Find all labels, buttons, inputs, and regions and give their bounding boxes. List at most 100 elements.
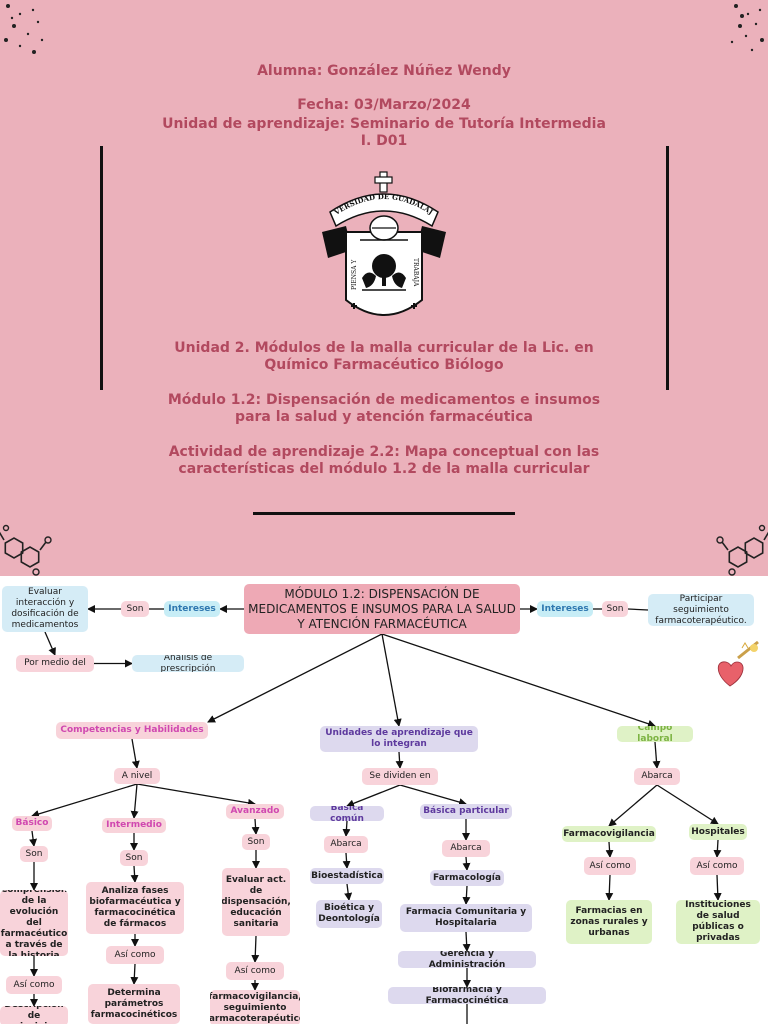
left-frame-bar bbox=[100, 146, 103, 390]
connector-line-36 bbox=[462, 931, 471, 952]
module-line-1: Módulo 1.2: Dispensación de medicamentos… bbox=[167, 392, 601, 408]
connector-line-41 bbox=[656, 784, 719, 825]
instituciones-salud: Instituciones de salud públicas o privad… bbox=[676, 900, 760, 944]
course-line-1: Unidad de aprendizaje: Seminario de Tuto… bbox=[162, 116, 606, 132]
unit2-line-1: Unidad 2. Módulos de la malla curricular… bbox=[174, 340, 594, 356]
module-line-2: para la salud y atención farmacéutica bbox=[235, 409, 533, 425]
bottom-divider bbox=[253, 512, 515, 515]
course-line-2: I. D01 bbox=[360, 133, 408, 149]
connector-line-33 bbox=[344, 883, 353, 901]
connector-line-39 bbox=[652, 741, 661, 769]
farmacias-rurales-urbanas: Farmacias en zonas rurales y urbanas bbox=[566, 900, 652, 944]
abarca-basica-particular: Abarca bbox=[442, 840, 490, 857]
connector-line-28 bbox=[346, 784, 401, 808]
connector-line-35 bbox=[462, 885, 471, 905]
connector-line-44 bbox=[605, 874, 614, 901]
unit2-line-2: Químico Farmacéutico Biólogo bbox=[264, 357, 504, 373]
avanzado-descripcion-2: farmacovigilancia, seguimiento farmacote… bbox=[210, 990, 300, 1024]
activity-line-1: Actividad de aprendizaje 2.2: Mapa conce… bbox=[168, 444, 600, 460]
basica-particular: Básica particular bbox=[420, 804, 512, 819]
asi-como-basico: Así como bbox=[6, 976, 62, 994]
connector-line-13 bbox=[130, 783, 139, 819]
speckle-decoration-left bbox=[4, 4, 44, 54]
connector-lines bbox=[29, 605, 759, 1024]
connector-line-10 bbox=[381, 633, 656, 728]
cover-artwork: UNIVERSIDAD DE GUADALAJARAPIENSA YTRABAJ… bbox=[0, 0, 768, 576]
connector-line-27 bbox=[395, 751, 404, 769]
connector-line-17 bbox=[251, 818, 260, 835]
abarca-campo: Abarca bbox=[634, 768, 680, 785]
connector-line-42 bbox=[605, 841, 614, 858]
basico-descripcion-2: Descripción de principios bbox=[0, 1006, 68, 1024]
level-avanzado: Avanzado bbox=[226, 804, 284, 819]
connector-line-9 bbox=[381, 633, 402, 727]
level-intermedio: Intermedio bbox=[102, 818, 166, 833]
son-left: Son bbox=[121, 601, 149, 617]
connector-line-43 bbox=[713, 839, 722, 858]
connector-line-45 bbox=[713, 874, 722, 901]
heart-icon bbox=[717, 640, 759, 687]
connector-line-11 bbox=[131, 738, 140, 769]
connector-line-8 bbox=[207, 633, 383, 723]
concept-map: MÓDULO 1.2: DISPENSACIÓN DE MEDICAMENTOS… bbox=[0, 576, 768, 1024]
son-basico: Son bbox=[20, 846, 48, 862]
activity-line-2: características del módulo 1.2 de la mal… bbox=[178, 461, 590, 477]
asi-como-farmacovigilancia: Así como bbox=[584, 857, 636, 875]
intermedio-descripcion-2: Determina parámetros farmacocinéticos bbox=[88, 984, 180, 1024]
connector-line-12 bbox=[31, 783, 138, 818]
university-seal-icon: UNIVERSIDAD DE GUADALAJARAPIENSA YTRABAJ… bbox=[0, 0, 446, 316]
connector-line-19 bbox=[130, 865, 139, 883]
svg-text:TRABAJA: TRABAJA bbox=[412, 258, 419, 287]
avanzado-descripcion: Evaluar act. de dispensación, educación … bbox=[222, 868, 290, 936]
connector-line-30 bbox=[342, 820, 351, 837]
campo-laboral: Campo laboral bbox=[617, 726, 693, 742]
molecule-icon-left bbox=[0, 524, 52, 576]
map-title: MÓDULO 1.2: DISPENSACIÓN DE MEDICAMENTOS… bbox=[244, 584, 520, 634]
gerencia-administracion: Gerencia y Administración bbox=[398, 951, 536, 968]
son-intermedio: Son bbox=[120, 850, 148, 866]
connector-line-32 bbox=[342, 852, 351, 869]
a-nivel: A nivel bbox=[114, 768, 160, 784]
son-right: Son bbox=[602, 601, 628, 617]
unidades-aprendizaje: Unidades de aprendizaje que lo integran bbox=[320, 726, 478, 752]
evaluar-interaccion: Evaluar interacción y dosificación de me… bbox=[2, 586, 88, 632]
analisis-prescripcion: Análisis de prescripción bbox=[132, 655, 244, 672]
asi-como-hospitales: Así como bbox=[690, 857, 744, 875]
connector-line-3 bbox=[44, 631, 56, 656]
right-frame-bar bbox=[666, 146, 669, 390]
connector-line-15 bbox=[29, 830, 38, 847]
connector-line-7 bbox=[627, 608, 649, 611]
svg-text:PIENSA Y: PIENSA Y bbox=[351, 259, 358, 290]
asi-como-intermedio: Así como bbox=[106, 946, 164, 964]
competencias-habilidades: Competencias y Habilidades bbox=[56, 722, 208, 739]
hospitales: Hospitales bbox=[689, 824, 747, 840]
biofarmacia-farmacocinetica: Biofarmacia y Farmacocinética bbox=[388, 987, 546, 1004]
date-text: Fecha: 03/Marzo/2024 bbox=[297, 97, 471, 113]
basico-descripcion: Comprensión de la evolución del farmacéu… bbox=[0, 890, 68, 956]
farmacia-comunitaria: Farmacia Comunitaria y Hospitalaria bbox=[400, 904, 532, 932]
se-dividen-en: Se dividen en bbox=[362, 768, 438, 785]
farmacovigilancia: Farmacovigilancia bbox=[562, 826, 656, 842]
cover-page: UNIVERSIDAD DE GUADALAJARAPIENSA YTRABAJ… bbox=[0, 0, 768, 576]
connector-line-40 bbox=[608, 784, 658, 827]
basica-comun: Básica común bbox=[310, 806, 384, 821]
son-avanzado: Son bbox=[242, 834, 270, 850]
farmacologia: Farmacología bbox=[430, 870, 504, 886]
connector-line-14 bbox=[136, 783, 256, 807]
abarca-basica-comun: Abarca bbox=[324, 836, 368, 853]
level-basico: Básico bbox=[12, 816, 52, 831]
por-medio-del: Por medio del bbox=[16, 655, 94, 672]
speckle-decoration-right bbox=[730, 4, 764, 52]
connector-line-34 bbox=[462, 856, 471, 871]
intermedio-descripcion: Analiza fases biofarmacéutica y farmacoc… bbox=[86, 882, 184, 934]
asi-como-avanzado: Así como bbox=[226, 962, 284, 980]
bioetica-deontologia: Bioética y Deontología bbox=[316, 900, 382, 928]
participar-seguimiento: Participar seguimiento farmacoterapéutic… bbox=[648, 594, 754, 626]
connector-line-23 bbox=[251, 935, 260, 963]
bioestadistica: Bioestadística bbox=[310, 868, 384, 884]
connector-line-29 bbox=[399, 784, 467, 806]
connector-line-25 bbox=[130, 963, 139, 985]
intereses-left: Intereses bbox=[164, 601, 220, 617]
intereses-right: Intereses bbox=[537, 601, 593, 617]
student-name: Alumna: González Núñez Wendy bbox=[257, 63, 511, 79]
